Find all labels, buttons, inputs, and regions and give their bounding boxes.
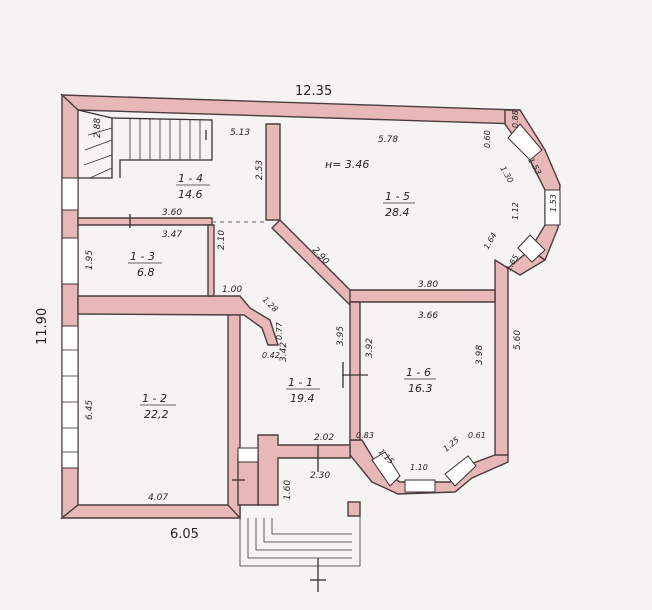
room-labels: 1 - 4 14.6 1 - 5 28.4 1 - 3 6.8 1 - 6 16… bbox=[128, 172, 436, 421]
interior-walls bbox=[77, 123, 496, 506]
window-west-2 bbox=[61, 237, 79, 285]
window-bay-4 bbox=[371, 451, 401, 487]
dim-5-60: 5.60 bbox=[513, 330, 523, 350]
dim-0-83: 0.83 bbox=[356, 431, 374, 440]
room-1-4-number: 1 - 4 bbox=[178, 172, 203, 185]
windows bbox=[61, 123, 561, 493]
dim-1-00: 1.00 bbox=[222, 285, 242, 295]
room-1-4-area: 14.6 bbox=[178, 188, 203, 201]
room-1-1-number: 1 - 1 bbox=[288, 376, 313, 389]
dim-1-10: 1.10 bbox=[410, 463, 428, 472]
dim-1-12: 1.12 bbox=[511, 202, 520, 220]
dim-3-95: 3.95 bbox=[336, 326, 346, 346]
window-bay-6 bbox=[444, 455, 477, 487]
dim-1-60: 1.60 bbox=[283, 480, 293, 500]
dim-3-98: 3.98 bbox=[475, 345, 485, 365]
window-west-1 bbox=[61, 177, 79, 211]
dim-overall-top: 12.35 bbox=[295, 84, 332, 99]
window-bay-3 bbox=[517, 234, 546, 263]
porch-steps bbox=[239, 501, 361, 592]
dim-3-80: 3.80 bbox=[418, 280, 438, 290]
dim-0-61: 0.61 bbox=[468, 431, 486, 440]
room-1-3-area: 6.8 bbox=[137, 266, 155, 279]
window-bay-1 bbox=[507, 123, 543, 161]
dim-2-30: 2.30 bbox=[310, 471, 330, 481]
dim-0-88: 0.88 bbox=[511, 110, 520, 128]
dim-2-88: 2.88 bbox=[93, 118, 103, 138]
room-1-2-area: 22,2 bbox=[144, 408, 169, 421]
dim-5-78: 5.78 bbox=[378, 135, 398, 145]
ceiling-height-note: н= 3.46 bbox=[325, 158, 369, 171]
dim-1-95: 1.95 bbox=[85, 250, 95, 270]
dim-1-53b: 1.53 bbox=[549, 194, 558, 212]
room-1-1-area: 19.4 bbox=[290, 392, 315, 405]
room-1-5-number: 1 - 5 bbox=[385, 190, 410, 203]
dim-3-47: 3.47 bbox=[162, 230, 182, 240]
dim-overall-bottom: 6.05 bbox=[170, 527, 199, 542]
room-1-5-area: 28.4 bbox=[385, 206, 410, 219]
dim-0-77: 0.77 bbox=[275, 321, 284, 340]
window-entry bbox=[237, 447, 259, 463]
dim-2-53: 2.53 bbox=[255, 160, 265, 180]
dim-overall-left: 11.90 bbox=[35, 308, 50, 345]
window-west-3 bbox=[61, 325, 79, 469]
dim-3-92: 3.92 bbox=[365, 338, 375, 358]
window-bay-5 bbox=[404, 479, 436, 493]
dim-0-60: 0.60 bbox=[483, 130, 492, 148]
dim-5-13: 5.13 bbox=[230, 128, 250, 138]
dim-6-45: 6.45 bbox=[85, 400, 95, 420]
staircase bbox=[77, 109, 213, 179]
dim-3-60: 3.60 bbox=[162, 208, 182, 218]
dim-2-02: 2.02 bbox=[314, 433, 334, 443]
room-1-3-number: 1 - 3 bbox=[130, 250, 155, 263]
dim-3-66: 3.66 bbox=[418, 311, 438, 321]
dim-4-07: 4.07 bbox=[148, 493, 168, 503]
dim-2-10: 2.10 bbox=[217, 230, 227, 250]
dim-0-42: 0.42 bbox=[262, 351, 280, 360]
window-bay-2 bbox=[544, 189, 561, 226]
dim-3-42: 3.42 bbox=[279, 342, 289, 362]
room-1-2-number: 1 - 2 bbox=[142, 392, 167, 405]
room-1-6-number: 1 - 6 bbox=[406, 366, 431, 379]
room-1-6-area: 16.3 bbox=[408, 382, 433, 395]
